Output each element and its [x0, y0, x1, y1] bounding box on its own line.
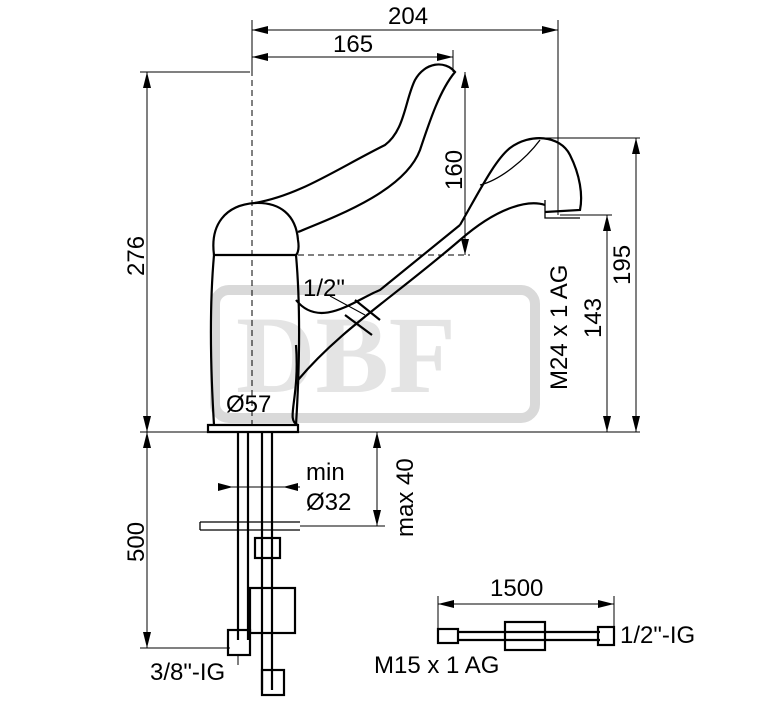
faucet-body	[206, 63, 583, 434]
dim-hose-end-left: M15 x 1 AG	[374, 652, 499, 679]
dim-supply-connection: 3/8"-IG	[150, 659, 225, 686]
dim-outlet-height: 143	[580, 298, 607, 338]
dim-hose-end-right: 1/2"-IG	[620, 622, 695, 649]
dim-base-diameter: Ø57	[226, 391, 271, 418]
dim-outlet-thread: M24 x 1 AG	[546, 265, 573, 390]
dim-overall-reach: 204	[388, 3, 428, 30]
dim-max-deck-thickness: max 40	[392, 458, 419, 537]
dim-hole-min-diameter: Ø32	[306, 489, 351, 516]
dim-hole-min-label: min	[306, 459, 345, 486]
dimension-lines	[140, 20, 640, 665]
dim-hose-length: 500	[123, 522, 150, 562]
pullout-hose-detail	[436, 620, 616, 652]
dim-pullout-hose-length: 1500	[490, 575, 543, 602]
dim-lever-height: 160	[441, 150, 468, 190]
dimension-labels: 204 165 276 160 195 143 M24 x 1 AG Ø57 1…	[123, 3, 695, 686]
watermark-text: DBF	[236, 294, 456, 416]
watermark-logo: DBF	[210, 285, 540, 423]
dim-inlet-thread: 1/2"	[303, 275, 345, 302]
dim-total-height: 276	[123, 236, 150, 276]
dim-lever-reach: 165	[333, 31, 373, 58]
supply-hoses	[199, 432, 300, 697]
dim-spout-height: 195	[609, 245, 636, 285]
